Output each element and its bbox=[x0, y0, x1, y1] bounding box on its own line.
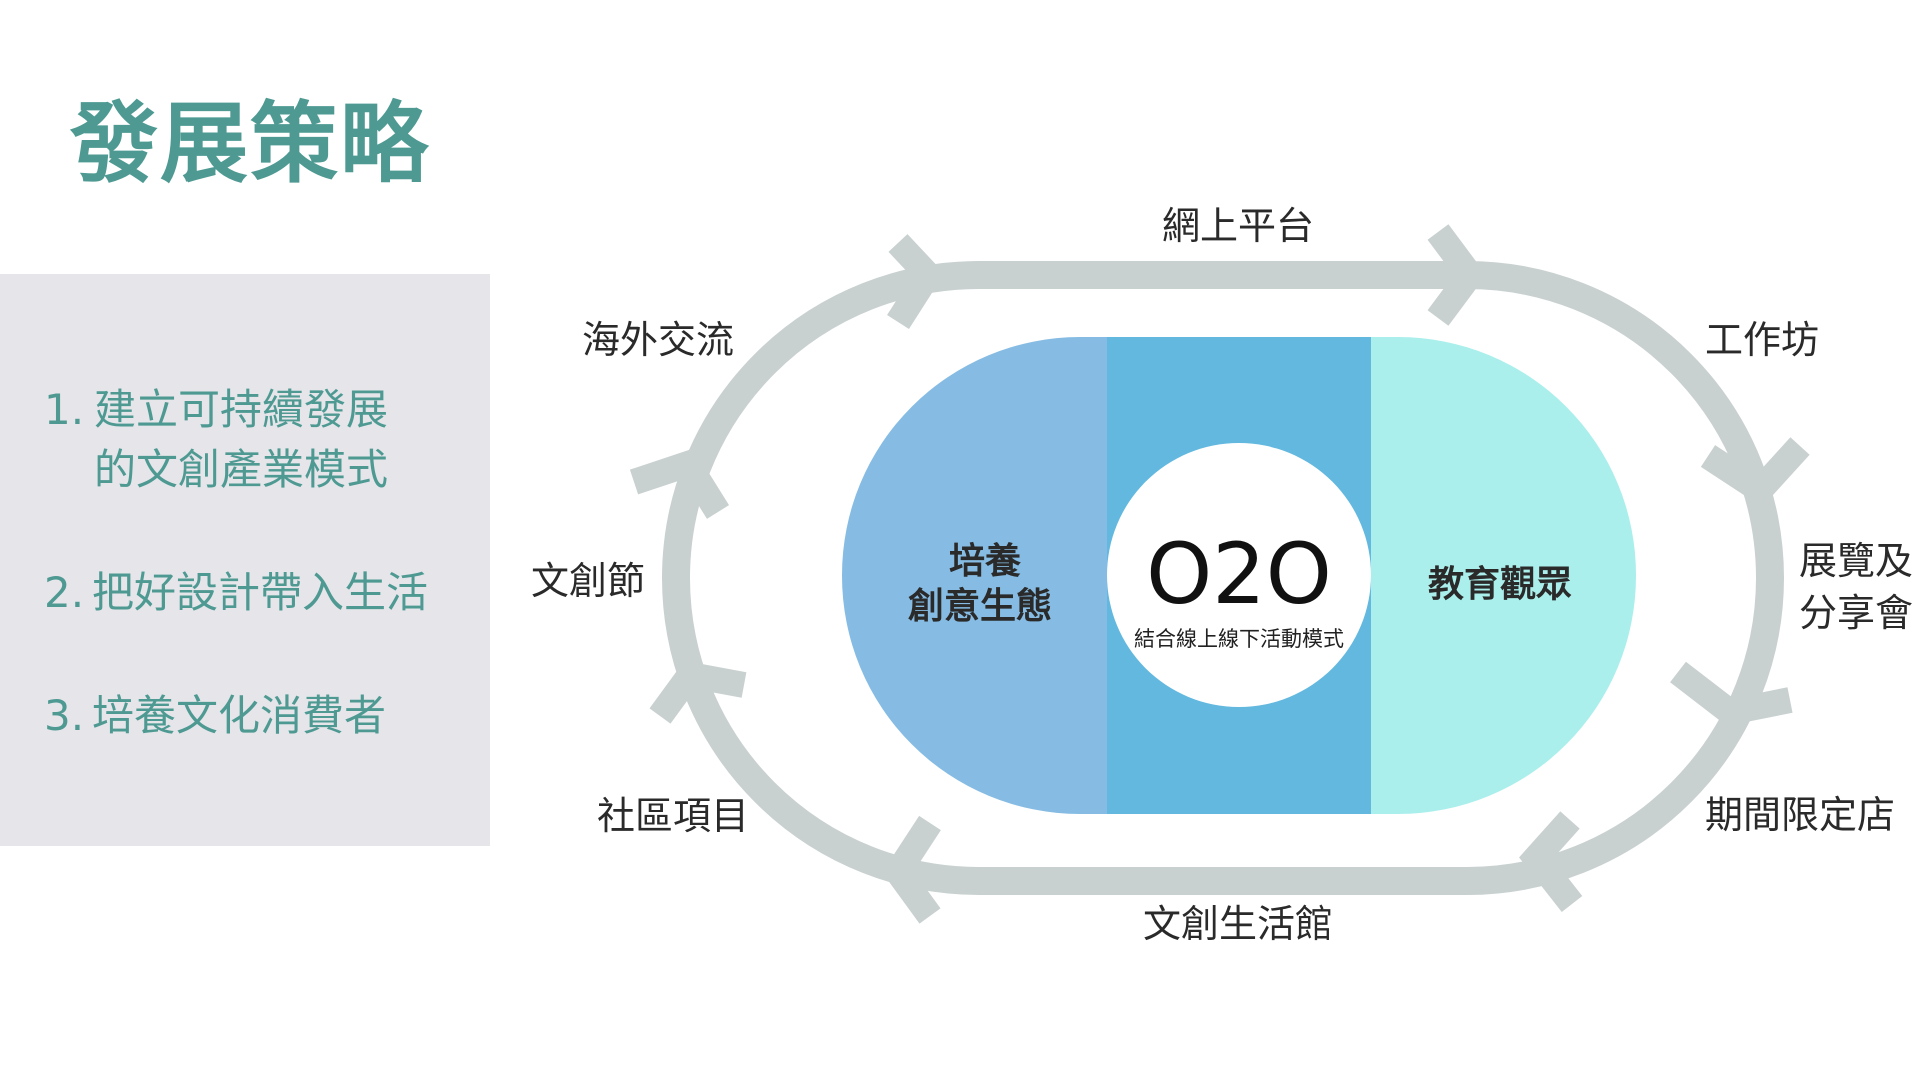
cycle-label-overseas-exchange: 海外交流 bbox=[582, 318, 734, 362]
o2o-title: O2O bbox=[1146, 525, 1332, 623]
cycle-label-exhibition-line-1: 展覽及 bbox=[1799, 539, 1913, 583]
strategy-text: 培養文化消費者 bbox=[92, 691, 387, 740]
left-block-label-line-2: 創意生態 bbox=[908, 586, 1052, 627]
arrow-down-icon bbox=[1700, 437, 1810, 507]
cycle-label-workshop: 工作坊 bbox=[1705, 318, 1819, 362]
strategy-item-3: 3.培養文化消費者 bbox=[44, 686, 386, 746]
arrow-down-icon bbox=[1670, 661, 1793, 726]
arrow-left-icon bbox=[1519, 811, 1583, 913]
arrow-right-icon bbox=[887, 234, 945, 329]
cycle-arrows bbox=[629, 224, 1810, 924]
cycle-label-exhibition-line-2: 分享會 bbox=[1799, 591, 1913, 635]
strategy-number: 2. bbox=[44, 568, 85, 617]
cycle-label-creative-festival: 文創節 bbox=[531, 559, 645, 603]
strategy-number: 3. bbox=[44, 691, 85, 740]
strategy-text-line-2: 的文創產業模式 bbox=[94, 445, 389, 494]
arrow-up-icon bbox=[629, 448, 730, 519]
o2o-circle bbox=[1107, 443, 1371, 707]
strategy-item-2: 2.把好設計帶入生活 bbox=[44, 563, 428, 623]
cycle-label-lifestyle-hall: 文創生活館 bbox=[1143, 902, 1333, 946]
right-block-label: 教育觀眾 bbox=[1428, 564, 1572, 605]
cycle-label-community-projects: 社區項目 bbox=[597, 794, 749, 838]
strategy-text: 把好設計帶入生活 bbox=[92, 568, 429, 617]
left-block-label-line-1: 培養 bbox=[949, 541, 1021, 582]
arrow-left-icon bbox=[882, 815, 941, 924]
strategy-text: 建立可持續發展的文創產業模式 bbox=[94, 380, 388, 500]
strategy-number: 1. bbox=[44, 385, 85, 434]
strategy-text-line-1: 建立可持續發展 bbox=[94, 385, 389, 434]
page-title: 發展策略 bbox=[70, 92, 431, 195]
cycle-label-popup-store: 期間限定店 bbox=[1705, 793, 1895, 837]
cycle-track bbox=[662, 261, 1784, 895]
arrow-up-icon bbox=[649, 660, 747, 724]
strategy-item-1: 1.建立可持續發展的文創產業模式 bbox=[44, 380, 388, 500]
strategy-panel bbox=[0, 274, 490, 846]
cycle-label-online-platform: 網上平台 bbox=[1162, 204, 1314, 248]
o2o-subtitle: 結合線上線下活動模式 bbox=[1134, 627, 1344, 651]
arrow-right-icon bbox=[1427, 224, 1487, 326]
